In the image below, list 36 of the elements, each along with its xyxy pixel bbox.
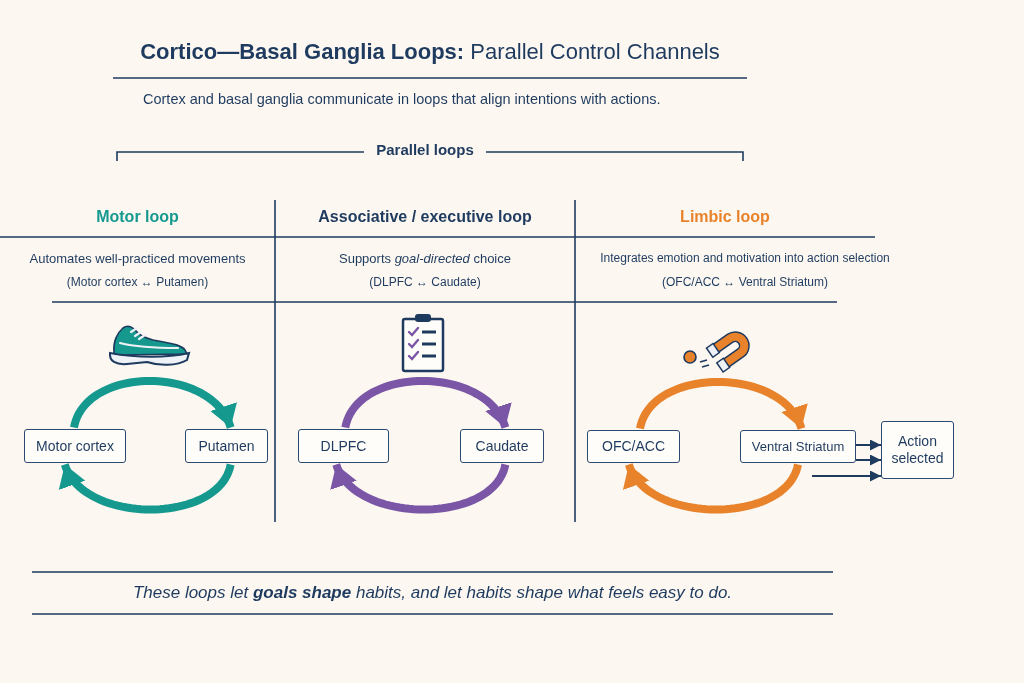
arrow	[811, 470, 882, 482]
brain-region-box	[740, 430, 856, 463]
section-heading: Parallel loops	[375, 141, 475, 159]
brain-region-box	[460, 429, 544, 463]
loop-description: Supports goal-directed choice	[338, 251, 512, 267]
region-pair: (OFC/ACC ↔ Ventral Striatum)	[661, 275, 829, 290]
loop-heading: Motor loop	[95, 207, 180, 227]
brain-region-box	[298, 429, 389, 463]
brain-region-label: Motor cortex	[36, 437, 114, 455]
outcome-box	[881, 421, 954, 479]
brain-region-box	[24, 429, 126, 463]
brain-region-label: OFC/ACC	[602, 438, 665, 455]
curved-arrow	[636, 378, 806, 430]
loop-heading: Associative / executive loop	[317, 207, 533, 227]
brain-region-label: Putamen	[198, 437, 255, 455]
curved-arrow	[341, 377, 510, 429]
curved-arrow	[332, 463, 510, 514]
curved-arrow	[70, 377, 235, 429]
arrow	[855, 439, 882, 451]
curved-arrow	[61, 463, 235, 514]
caption: These loops let goals shape habits, and let habits shape what feels easy to do.	[131, 583, 734, 604]
region-pair: (Motor cortex ↔ Putamen)	[65, 275, 210, 290]
brain-region-box	[185, 429, 268, 463]
subtitle: Cortex and basal ganglia communicate in loops that align intentions with actions.	[143, 91, 662, 109]
title: Cortico—Basal Ganglia Loops: Parallel Control Channels	[139, 39, 721, 66]
arrow	[855, 454, 882, 466]
brain-region-label: DLPFC	[320, 437, 367, 455]
brain-region-label: Caudate	[475, 437, 529, 455]
loop-description: Automates well-practiced movements	[28, 251, 247, 267]
outcome-label: Action selected	[890, 433, 945, 467]
brain-region-label: Ventral Striatum	[751, 438, 845, 455]
loop-description: Integrates emotion and motivation into action selection	[599, 251, 891, 266]
curved-arrow	[625, 463, 802, 514]
loop-heading: Limbic loop	[679, 207, 771, 227]
brain-region-box	[587, 430, 680, 463]
region-pair: (DLPFC ↔ Caudate)	[368, 275, 482, 290]
